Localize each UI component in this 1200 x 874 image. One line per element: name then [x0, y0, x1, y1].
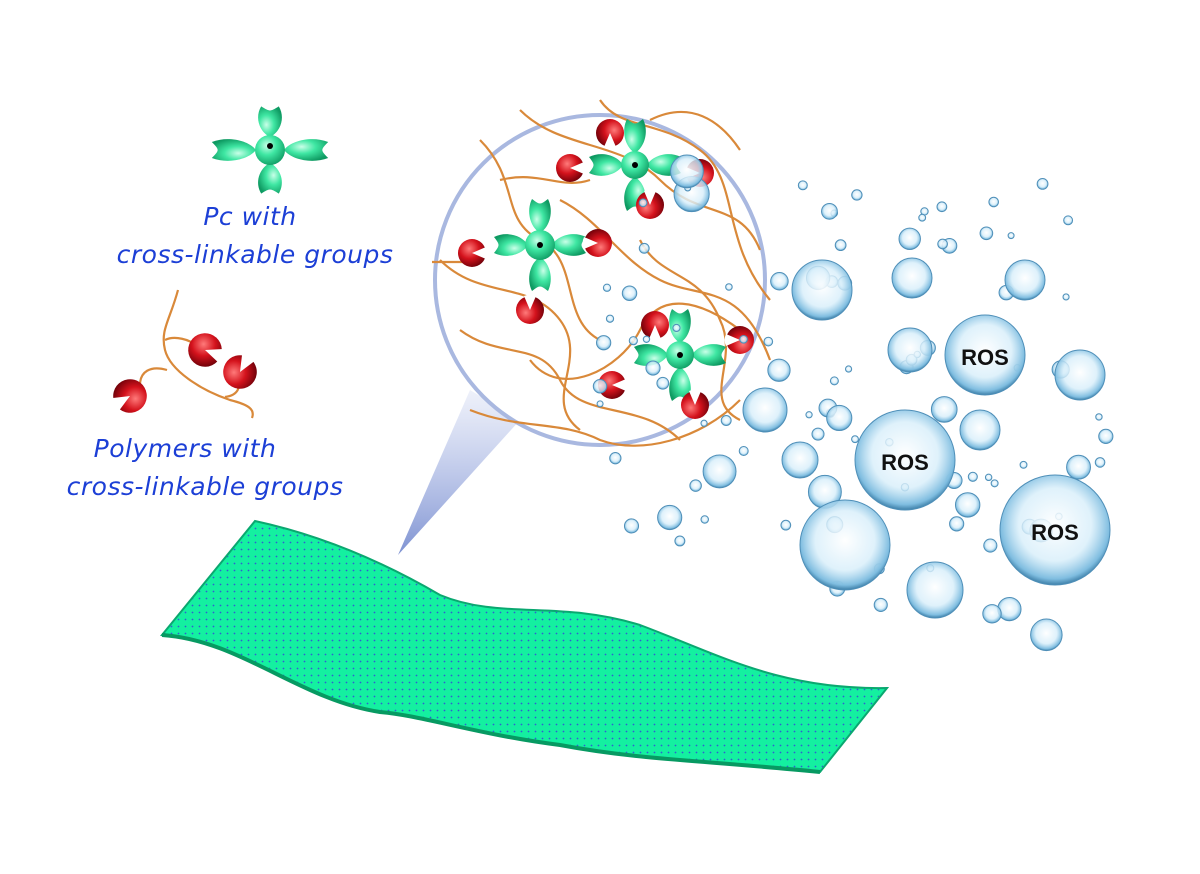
polymer-label-line2: cross-linkable groups [67, 472, 344, 501]
bubble [982, 604, 1002, 624]
bubble [887, 327, 933, 373]
bubble [990, 479, 999, 488]
bubble [984, 473, 993, 482]
bubble [605, 314, 615, 323]
bubble [592, 379, 608, 394]
bubble [851, 435, 859, 444]
bubble [799, 499, 891, 591]
bubble [672, 323, 681, 333]
bubble [674, 535, 686, 547]
bubble [937, 238, 948, 250]
bubble [979, 226, 994, 241]
bubble [1094, 457, 1106, 468]
bubble [1019, 460, 1028, 469]
bubble [854, 409, 956, 511]
bubble [1063, 215, 1074, 226]
bubble [805, 411, 813, 419]
bubble [1054, 349, 1106, 401]
bubble [811, 427, 825, 441]
bubble [873, 597, 888, 612]
bubble [623, 518, 640, 534]
bubble [780, 519, 792, 531]
bubble [725, 283, 733, 291]
bubble [1066, 454, 1091, 480]
bubble [596, 335, 612, 351]
bubble [767, 358, 791, 382]
bubble [609, 452, 622, 465]
bubble [826, 404, 853, 432]
bubble [821, 202, 838, 220]
bubble [638, 198, 648, 208]
ros-bubbles [592, 154, 1114, 652]
bubble [602, 283, 612, 292]
bubble [891, 257, 933, 299]
bubble [967, 471, 978, 482]
bubble [642, 335, 651, 343]
bubble [999, 474, 1111, 586]
magnified-network [432, 99, 772, 447]
pc-molecule-icon [211, 106, 329, 194]
bubble [954, 492, 981, 518]
bubble [1007, 232, 1015, 240]
bubble [797, 180, 808, 191]
bubble [770, 271, 789, 291]
bubble [906, 561, 964, 619]
bubble [638, 242, 650, 254]
bubble [670, 154, 704, 189]
bubble [656, 376, 670, 390]
bubble [700, 515, 709, 524]
bubble [997, 596, 1022, 622]
bubble [742, 387, 788, 433]
bubble [844, 365, 853, 373]
magnifier-cone [398, 390, 520, 555]
bubble [834, 239, 847, 252]
bubble [628, 336, 638, 346]
ros-label: ROS [961, 345, 1009, 370]
bubble [1030, 618, 1063, 652]
bubble [851, 189, 863, 201]
bubble [936, 201, 948, 213]
bubble [763, 336, 774, 347]
bubble [944, 314, 1026, 396]
bubble [781, 441, 819, 479]
bubble [739, 334, 748, 344]
bubble [1062, 293, 1070, 301]
bubble [657, 504, 683, 531]
bubble [621, 285, 638, 301]
ros-label: ROS [1031, 520, 1079, 545]
bubble [791, 259, 853, 321]
bubble [898, 227, 921, 251]
bubble [596, 400, 604, 408]
bubble [645, 360, 661, 376]
bubble [1004, 259, 1046, 301]
bubble [1036, 178, 1049, 190]
bubble [1098, 428, 1114, 444]
green-sheet [159, 519, 890, 774]
bubble [988, 196, 1000, 208]
bubble [700, 419, 708, 427]
bubble [689, 479, 702, 492]
pc-label-line2: cross-linkable groups [117, 240, 394, 269]
bubble [918, 213, 927, 222]
bubble [702, 454, 737, 489]
bubble [930, 396, 958, 423]
bubble [949, 516, 965, 532]
polymer-label-line1: Polymers with [94, 434, 277, 463]
bubble [829, 376, 839, 386]
bubble [1095, 413, 1103, 421]
bubble [738, 446, 749, 456]
bubble [983, 538, 998, 553]
bubble [720, 415, 732, 426]
polymer-icon [105, 289, 264, 420]
pc-label-line1: Pc with [203, 202, 296, 231]
bubble [959, 409, 1001, 451]
ros-label: ROS [881, 450, 929, 475]
